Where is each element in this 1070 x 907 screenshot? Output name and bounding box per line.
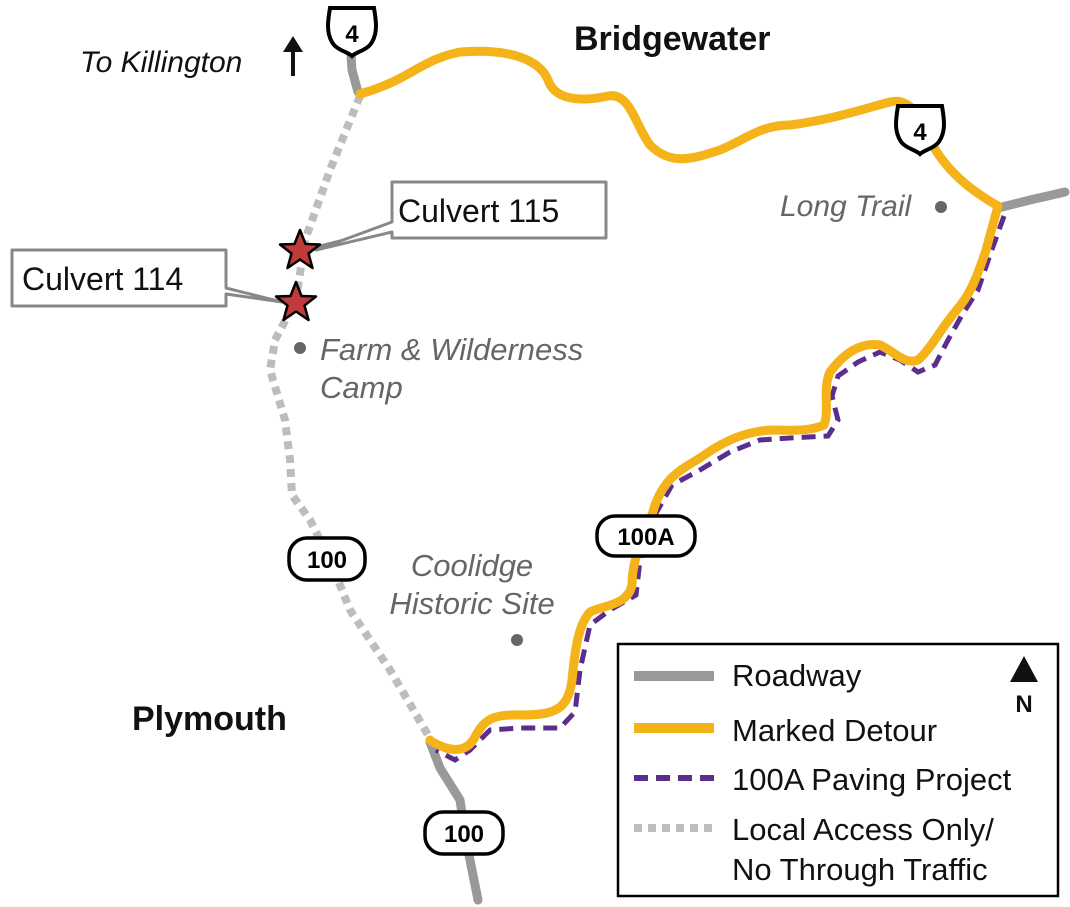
farm-camp-label-line1: Farm & Wilderness [320, 332, 583, 367]
coolidge-label-line1: Coolidge [411, 548, 533, 583]
culvert-114-label: Culvert 114 [22, 261, 183, 297]
north-indicator-label: N [1015, 691, 1032, 718]
roadway-vt100-south [425, 737, 483, 905]
legend-local-access-label-line2: No Through Traffic [732, 852, 988, 887]
north-indicator-icon [1010, 656, 1038, 682]
to-killington-label: To Killington [80, 46, 242, 79]
vt100a-shield: 100A [595, 514, 697, 558]
us4-shield-right-label: 4 [913, 119, 927, 146]
place-bridgewater: Bridgewater [574, 20, 771, 58]
vt100-shield-left-label: 100 [307, 547, 347, 574]
legend-detour-label: Marked Detour [732, 713, 937, 748]
roadway-us4-east [993, 187, 1070, 213]
legend-paving-label: 100A Paving Project [732, 762, 1012, 797]
long-trail-dot [935, 201, 947, 213]
long-trail-label: Long Trail [780, 190, 913, 223]
vt100-shield-bottom-label: 100 [444, 821, 484, 848]
coolidge-label-line2: Historic Site [389, 586, 554, 621]
culvert-114-callout: Culvert 114 [10, 248, 284, 308]
legend-roadway-label: Roadway [732, 658, 862, 693]
legend-local-access-label-line1: Local Access Only/ [732, 812, 994, 847]
culvert-115-star-icon [278, 228, 322, 270]
us4-shield-top-label: 4 [345, 21, 359, 48]
farm-camp-dot [294, 342, 306, 354]
vt100-shield-bottom: 100 [423, 810, 505, 856]
coolidge-dot [511, 634, 523, 646]
local-access-route [265, 94, 432, 738]
place-plymouth: Plymouth [132, 700, 287, 738]
marked-detour-route [355, 46, 1003, 754]
culvert-115-label: Culvert 115 [398, 193, 559, 229]
vt100a-shield-label: 100A [617, 524, 674, 551]
us4-shield-right: 4 [894, 104, 946, 157]
legend: Roadway Marked Detour 100A Paving Projec… [616, 642, 1060, 898]
farm-camp-label-line2: Camp [320, 370, 403, 405]
north-arrow-icon [283, 36, 303, 76]
us4-shield-top: 4 [326, 6, 378, 59]
culvert-115-callout: Culvert 115 [311, 180, 608, 252]
vt100-shield-left: 100 [287, 536, 367, 582]
culvert-114-star-icon [274, 280, 318, 322]
paving-project-route [434, 215, 1007, 763]
